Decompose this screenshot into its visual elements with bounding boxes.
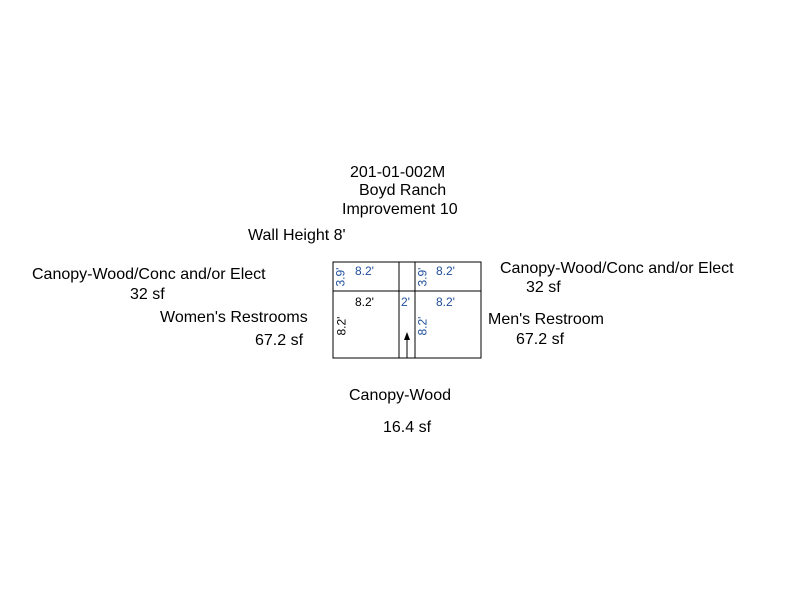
canopy-right-size: 32 sf [526,279,561,296]
canopy-wood-label: Canopy-Wood [349,387,451,404]
canopy-left-label: Canopy-Wood/Conc and/or Elect [32,266,266,283]
canopy-wood-size: 16.4 sf [383,419,432,436]
parcel-id: 201-01-002M [350,164,446,181]
mens-room-outline [414,290,482,359]
wall-height-label: Wall Height 8' [248,227,346,244]
mens-width-dim: 8.2' [436,295,455,309]
breezeway-width-dim: 2' [401,295,410,309]
womens-depth-dim: 8.2' [334,316,349,336]
right-canopy-depth-dim: 3.9' [415,267,430,287]
womens-width-dim: 8.2' [355,295,374,309]
womens-restroom-size: 67.2 sf [255,332,304,349]
canopy-left-size: 32 sf [130,286,165,303]
left-canopy-width-dim: 8.2' [355,264,374,278]
improvement-number: Improvement 10 [342,201,458,218]
right-canopy-width-dim: 8.2' [436,264,455,278]
womens-room-outline [332,290,400,359]
mens-restroom-label: Men's Restroom [488,311,604,328]
left-canopy-depth-dim: 3.9' [333,267,348,287]
mens-depth-dim: 8.2' [415,316,430,336]
mens-restroom-size: 67.2 sf [516,331,565,348]
ranch-name: Boyd Ranch [359,182,447,199]
womens-restroom-label: Women's Restrooms [160,309,308,326]
canopy-wood-arrowhead [404,332,410,340]
canopy-right-label: Canopy-Wood/Conc and/or Elect [500,260,734,277]
